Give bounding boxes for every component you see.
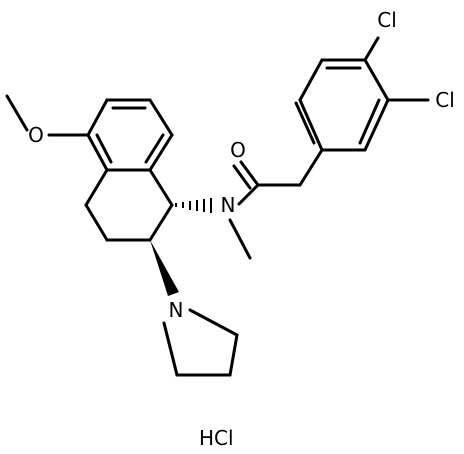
solid-wedge-c2-n bbox=[150, 240, 179, 296]
hash-wedge-c1-n bbox=[175, 198, 212, 213]
bonds bbox=[5, 36, 430, 377]
bond-c-cl-top bbox=[363, 36, 380, 62]
bond-ring-a-4 bbox=[148, 133, 174, 172]
bond-ring-a-3 bbox=[148, 98, 174, 137]
bond-pyr-1 bbox=[162, 321, 179, 377]
bond-ring-a-4-inner bbox=[144, 133, 165, 164]
bond-ring-b-4 bbox=[148, 203, 174, 242]
bond-ring-c-4 bbox=[363, 58, 390, 102]
bond-ring-a-1 bbox=[86, 98, 109, 137]
bond-ring-c-1 bbox=[298, 98, 324, 152]
salt-label: HCl bbox=[199, 426, 234, 450]
atom-labels: Cl Cl O O N N HCl bbox=[28, 8, 455, 450]
atom-carbonyl-o: O bbox=[230, 138, 246, 162]
atom-methoxy-o: O bbox=[28, 123, 44, 147]
bond-pyr-3 bbox=[228, 333, 239, 377]
bond-ring-c-5-inner bbox=[358, 98, 381, 145]
bond-ring-c-2 bbox=[298, 58, 324, 102]
bond-n-methyl bbox=[228, 218, 252, 260]
bond-ring-b-2 bbox=[84, 203, 109, 242]
bond-ring-c-5 bbox=[363, 98, 390, 152]
bond-ch2-aryl bbox=[298, 148, 324, 187]
bond-c-o-2 bbox=[232, 164, 252, 190]
bond-n-carbonyl bbox=[237, 183, 260, 206]
bond-ring-a-6 bbox=[86, 133, 109, 172]
bond-ring-a-6-inner bbox=[95, 133, 113, 164]
bond-c-o-1 bbox=[239, 160, 260, 187]
bond-pyr-4 bbox=[188, 308, 239, 337]
atom-cl-top: Cl bbox=[377, 8, 397, 32]
atom-cl-right: Cl bbox=[435, 88, 455, 112]
bond-ring-b-5 bbox=[148, 168, 174, 207]
bond-methyl-o bbox=[5, 94, 29, 132]
atom-amide-n: N bbox=[221, 193, 236, 217]
bond-ring-c-1-inner bbox=[294, 101, 316, 145]
atom-pyrrolidine-n: N bbox=[169, 298, 184, 322]
bond-ring-b-1 bbox=[84, 168, 109, 207]
